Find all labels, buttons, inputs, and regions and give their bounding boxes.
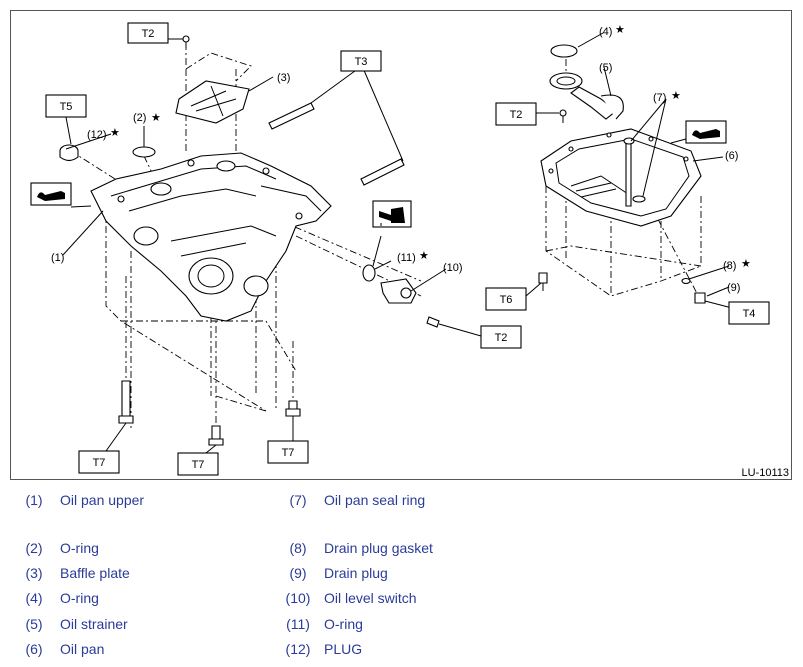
- legend-label: Oil level switch: [324, 590, 417, 606]
- liquid-gasket-icon-left: [30, 182, 72, 206]
- oil-strainer: [549, 72, 624, 120]
- legend-label: O-ring: [60, 590, 99, 606]
- oil-level-switch: [362, 264, 417, 304]
- legend-num: (6): [25, 641, 43, 657]
- callout-4: (4): [599, 26, 612, 38]
- figure-id: LU-10113: [742, 467, 790, 479]
- bolt-t6: [538, 272, 548, 291]
- legend-num: (8): [289, 540, 307, 556]
- bolts-t7: [118, 380, 301, 446]
- callout-6: (6): [725, 150, 738, 162]
- bolt-top: [182, 35, 190, 48]
- legend-num: (1): [25, 492, 43, 508]
- exploded-diagram: .ln { stroke:#000; stroke-width:1; fill:…: [10, 10, 792, 480]
- callout-12-star: ★: [110, 127, 120, 139]
- drain-plug: [681, 277, 706, 304]
- torque-label: T5: [60, 101, 73, 113]
- plug-12: [59, 144, 79, 162]
- torque-box-t2-top: T2: [127, 22, 169, 44]
- callout-2: (2): [133, 112, 146, 124]
- legend-item: (6) Oil pan: [14, 641, 274, 659]
- legend-label: Baffle plate: [60, 565, 130, 581]
- torque-label: T2: [510, 109, 523, 121]
- torque-label: T7: [282, 447, 295, 459]
- baffle-plate: [175, 80, 250, 124]
- callout-10: (10): [443, 262, 463, 274]
- callout-8-star: ★: [741, 258, 751, 270]
- oil-can-icon: [372, 200, 412, 228]
- torque-box-t7-left: T7: [78, 450, 120, 474]
- torque-box-t2-bottom: T2: [480, 325, 522, 349]
- oring-2: [132, 146, 156, 158]
- callout-7: (7): [653, 92, 666, 104]
- bolt-strainer: [559, 109, 567, 123]
- torque-label: T2: [495, 332, 508, 344]
- legend-num: (11): [286, 616, 310, 632]
- callout-9: (9): [727, 282, 740, 294]
- torque-label: T3: [355, 56, 368, 68]
- torque-box-t6: T6: [485, 287, 527, 311]
- callout-12: (12): [87, 129, 107, 141]
- torque-box-t7-right: T7: [267, 440, 309, 464]
- legend-label: O-ring: [324, 616, 363, 632]
- legend-item: (4) O-ring: [14, 590, 274, 608]
- callout-11: (11): [397, 252, 416, 264]
- legend-num: (7): [289, 492, 307, 508]
- legend-num: (10): [285, 590, 311, 606]
- torque-box-t7-mid: T7: [177, 452, 219, 476]
- torque-box-t3: T3: [340, 50, 382, 72]
- legend-item: (11) O-ring: [278, 616, 578, 634]
- legend-item: (8) Drain plug gasket: [278, 540, 578, 558]
- callout-4-star: ★: [615, 24, 625, 36]
- callout-1: (1): [51, 252, 64, 264]
- legend-label: Drain plug gasket: [324, 540, 433, 556]
- oil-pan: [540, 128, 702, 227]
- torque-label: T4: [743, 308, 756, 320]
- legend-label: Drain plug: [324, 565, 388, 581]
- legend-label: Oil pan: [60, 641, 105, 657]
- studs: [268, 102, 405, 186]
- legend-item: (7) Oil pan seal ring: [278, 492, 578, 510]
- legend-item: (9) Drain plug: [278, 565, 578, 583]
- torque-label: T7: [93, 457, 106, 469]
- legend-item: (3) Baffle plate: [14, 565, 274, 583]
- callout-5: (5): [599, 62, 612, 74]
- legend-num: (3): [25, 565, 43, 581]
- torque-label: T2: [142, 28, 155, 40]
- legend-num: (5): [25, 616, 43, 632]
- callout-8: (8): [723, 260, 736, 272]
- legend-num: (4): [25, 590, 43, 606]
- diagram-canvas: .ln { stroke:#000; stroke-width:1; fill:…: [30, 22, 790, 479]
- legend-label: Oil strainer: [60, 616, 128, 632]
- legend-item: (10) Oil level switch: [278, 590, 578, 608]
- callout-3: (3): [277, 72, 290, 84]
- legend-item: (5) Oil strainer: [14, 616, 274, 634]
- legend-num: (9): [289, 565, 307, 581]
- callout-7-star: ★: [671, 90, 681, 102]
- legend-label: Oil pan upper: [60, 492, 145, 508]
- torque-box-t4: T4: [728, 301, 770, 325]
- callouts: (1) (2) ★ (3) (4) ★ (5) (6) (7) ★ (8) ★ …: [51, 24, 751, 294]
- oil-pan-upper: [90, 152, 332, 322]
- torque-label: T6: [500, 294, 513, 306]
- legend-label: Oil pan seal ring: [324, 492, 426, 508]
- torque-box-t2-mid: T2: [495, 102, 537, 126]
- callout-11-star: ★: [419, 250, 429, 262]
- legend-item: (12) PLUG: [278, 641, 578, 659]
- callout-2-star: ★: [151, 112, 161, 124]
- legend-item: (1) Oil pan upper: [14, 492, 274, 510]
- oring-4: [550, 44, 578, 58]
- torque-label: T7: [192, 459, 205, 471]
- liquid-gasket-icon-right: [685, 120, 727, 144]
- legend-label: O-ring: [60, 540, 99, 556]
- legend-label: PLUG: [324, 641, 363, 657]
- torque-box-t5: T5: [45, 94, 87, 118]
- legend-num: (2): [25, 540, 43, 556]
- legend-item: (2) O-ring: [14, 540, 274, 558]
- legend-num: (12): [285, 641, 311, 657]
- bolt-mid-right: [426, 316, 482, 337]
